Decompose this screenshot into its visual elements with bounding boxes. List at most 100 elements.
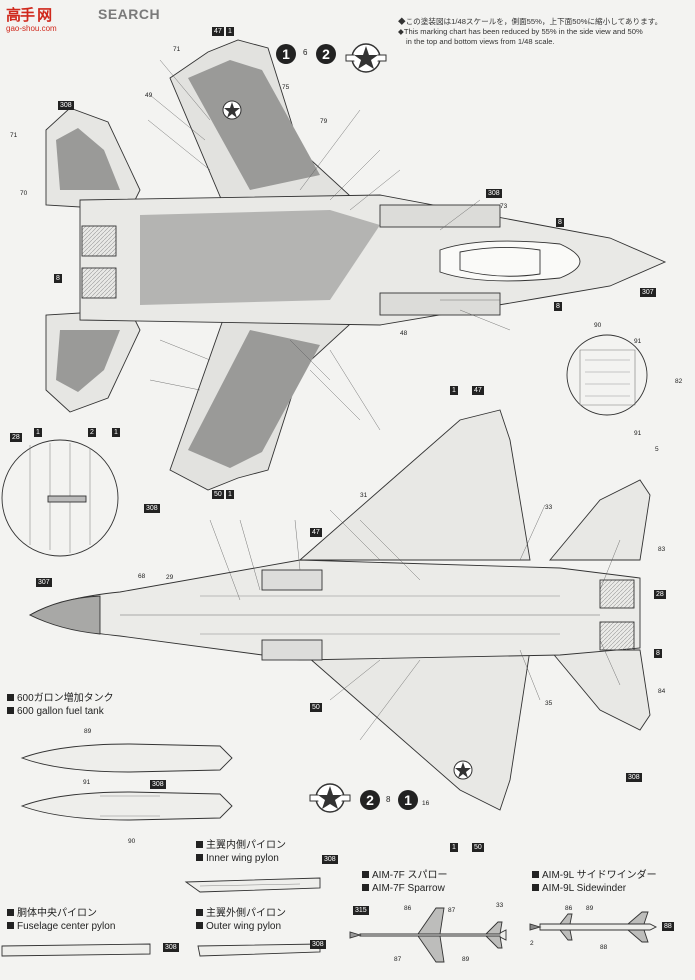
decal-box: 8 xyxy=(554,302,562,311)
callout-89: 89 xyxy=(84,728,92,735)
callout-8: 8 xyxy=(386,795,391,804)
decal-box: 1 xyxy=(226,27,234,36)
decal-box: 1 xyxy=(112,428,120,437)
square-bullet-icon xyxy=(196,841,203,848)
callout-48: 48 xyxy=(400,330,408,337)
detail-circle-right xyxy=(566,334,648,416)
note-english-1: ◆This marking chart has been reduced by … xyxy=(398,27,643,36)
decal-box: 47 xyxy=(472,386,484,395)
callout-29: 29 xyxy=(166,574,174,581)
aim9-label-en: AIM-9L Sidewinder xyxy=(532,883,626,895)
site-logo: 高手 网 xyxy=(6,7,52,24)
scale-notes: ◆この塗装図は1/48スケールを，側面55%，上下面50%に縮小してあります。 … xyxy=(398,17,690,47)
callout-83: 83 xyxy=(658,546,666,553)
search-label: SEARCH xyxy=(98,6,161,22)
top-view-aircraft xyxy=(45,39,667,491)
inner-pylon-label-jp: 主翼内側パイロン xyxy=(196,840,286,852)
decal-box: 308 xyxy=(310,940,326,949)
inner-pylon-label-en: Inner wing pylon xyxy=(196,853,279,865)
callout-73: 73 xyxy=(500,203,508,210)
circle-number-icon: 1 xyxy=(398,790,418,810)
decal-box: 308 xyxy=(144,504,160,513)
decal-box: 1 xyxy=(450,386,458,395)
circle-number-icon: 1 xyxy=(276,44,296,64)
decal-box: 47 xyxy=(310,528,322,537)
callout-79: 79 xyxy=(320,118,328,125)
center-pylon-label-jp: 胴体中央パイロン xyxy=(7,908,97,920)
callout-5: 5 xyxy=(655,446,659,453)
square-bullet-icon xyxy=(362,884,369,891)
decal-box: 8 xyxy=(556,218,564,227)
us-star-insignia-icon xyxy=(222,100,242,120)
decal-box: 307 xyxy=(36,578,52,587)
square-bullet-icon xyxy=(7,707,14,714)
square-bullet-icon xyxy=(7,694,14,701)
callout-68: 68 xyxy=(138,573,146,580)
outer-wing-pylon-drawing xyxy=(197,943,321,957)
aim7-label-jp: AIM-7F スパロー xyxy=(362,870,448,882)
decal-box: 1 xyxy=(226,490,234,499)
outer-pylon-label-jp: 主翼外側パイロン xyxy=(196,908,286,920)
decal-box: 88 xyxy=(662,922,674,931)
square-bullet-icon xyxy=(532,884,539,891)
callout-2: 2 xyxy=(530,940,534,947)
callout-71: 71 xyxy=(10,132,18,139)
circle-number-icon: 2 xyxy=(360,790,380,810)
callout-84: 84 xyxy=(658,688,666,695)
callout-89: 89 xyxy=(462,956,470,963)
decal-box: 50 xyxy=(310,703,322,712)
callout-86: 86 xyxy=(404,905,412,912)
us-star-insignia-icon xyxy=(309,783,351,813)
callout-6: 6 xyxy=(303,48,308,57)
square-bullet-icon xyxy=(362,871,369,878)
square-bullet-icon xyxy=(7,922,14,929)
fuel-tank-drawings xyxy=(20,743,233,821)
decal-box: 28 xyxy=(654,590,666,599)
callout-88: 88 xyxy=(600,944,608,951)
decal-box: 308 xyxy=(322,855,338,864)
callout-87: 87 xyxy=(448,907,456,914)
decal-box: 307 xyxy=(640,288,656,297)
callout-33: 33 xyxy=(496,902,504,909)
decal-box: 308 xyxy=(626,773,642,782)
decal-box: 308 xyxy=(486,189,502,198)
us-star-insignia-icon xyxy=(453,760,473,780)
square-bullet-icon xyxy=(196,922,203,929)
callout-85: 86 xyxy=(565,905,573,912)
decal-box: 308 xyxy=(150,780,166,789)
center-pylon-label-en: Fuselage center pylon xyxy=(7,921,115,933)
callout-91: 91 xyxy=(83,779,91,786)
decal-box: 28 xyxy=(10,433,22,442)
aim9-label-jp: AIM-9L サイドワインダー xyxy=(532,870,657,882)
callout-16: 16 xyxy=(422,800,430,807)
decal-box: 2 xyxy=(88,428,96,437)
square-bullet-icon xyxy=(196,854,203,861)
fuel-tank-label-jp: 600ガロン増加タンク xyxy=(7,693,114,705)
callout-91: 91 xyxy=(634,338,642,345)
note-english-2: in the top and bottom views from 1/48 sc… xyxy=(406,37,555,46)
square-bullet-icon xyxy=(196,909,203,916)
decal-box: 50 xyxy=(472,843,484,852)
site-url: gao-shou.com xyxy=(6,24,57,33)
aim9-missile-drawing xyxy=(529,911,658,943)
callout-87: 87 xyxy=(394,956,402,963)
note-japanese: ◆この塗装図は1/48スケールを，側面55%，上下面50%に縮小してあります。 xyxy=(398,17,663,26)
callout-90: 90 xyxy=(128,838,136,845)
callout-35: 35 xyxy=(545,700,553,707)
decal-box: 50 xyxy=(212,490,224,499)
decal-box: 1 xyxy=(450,843,458,852)
callout-31: 31 xyxy=(360,492,368,499)
inner-wing-pylon-drawing xyxy=(184,877,321,893)
callout-71: 71 xyxy=(173,46,181,53)
callout-70: 70 xyxy=(20,190,28,197)
decal-box: 315 xyxy=(353,906,369,915)
circle-number-icon: 2 xyxy=(316,44,336,64)
decal-box: 308 xyxy=(58,101,74,110)
callout-75: 75 xyxy=(282,84,290,91)
callout-89: 89 xyxy=(586,905,594,912)
callout-82: 82 xyxy=(675,378,683,385)
us-star-insignia-icon xyxy=(345,43,387,73)
decal-box: 308 xyxy=(163,943,179,952)
callout-33: 33 xyxy=(545,504,553,511)
